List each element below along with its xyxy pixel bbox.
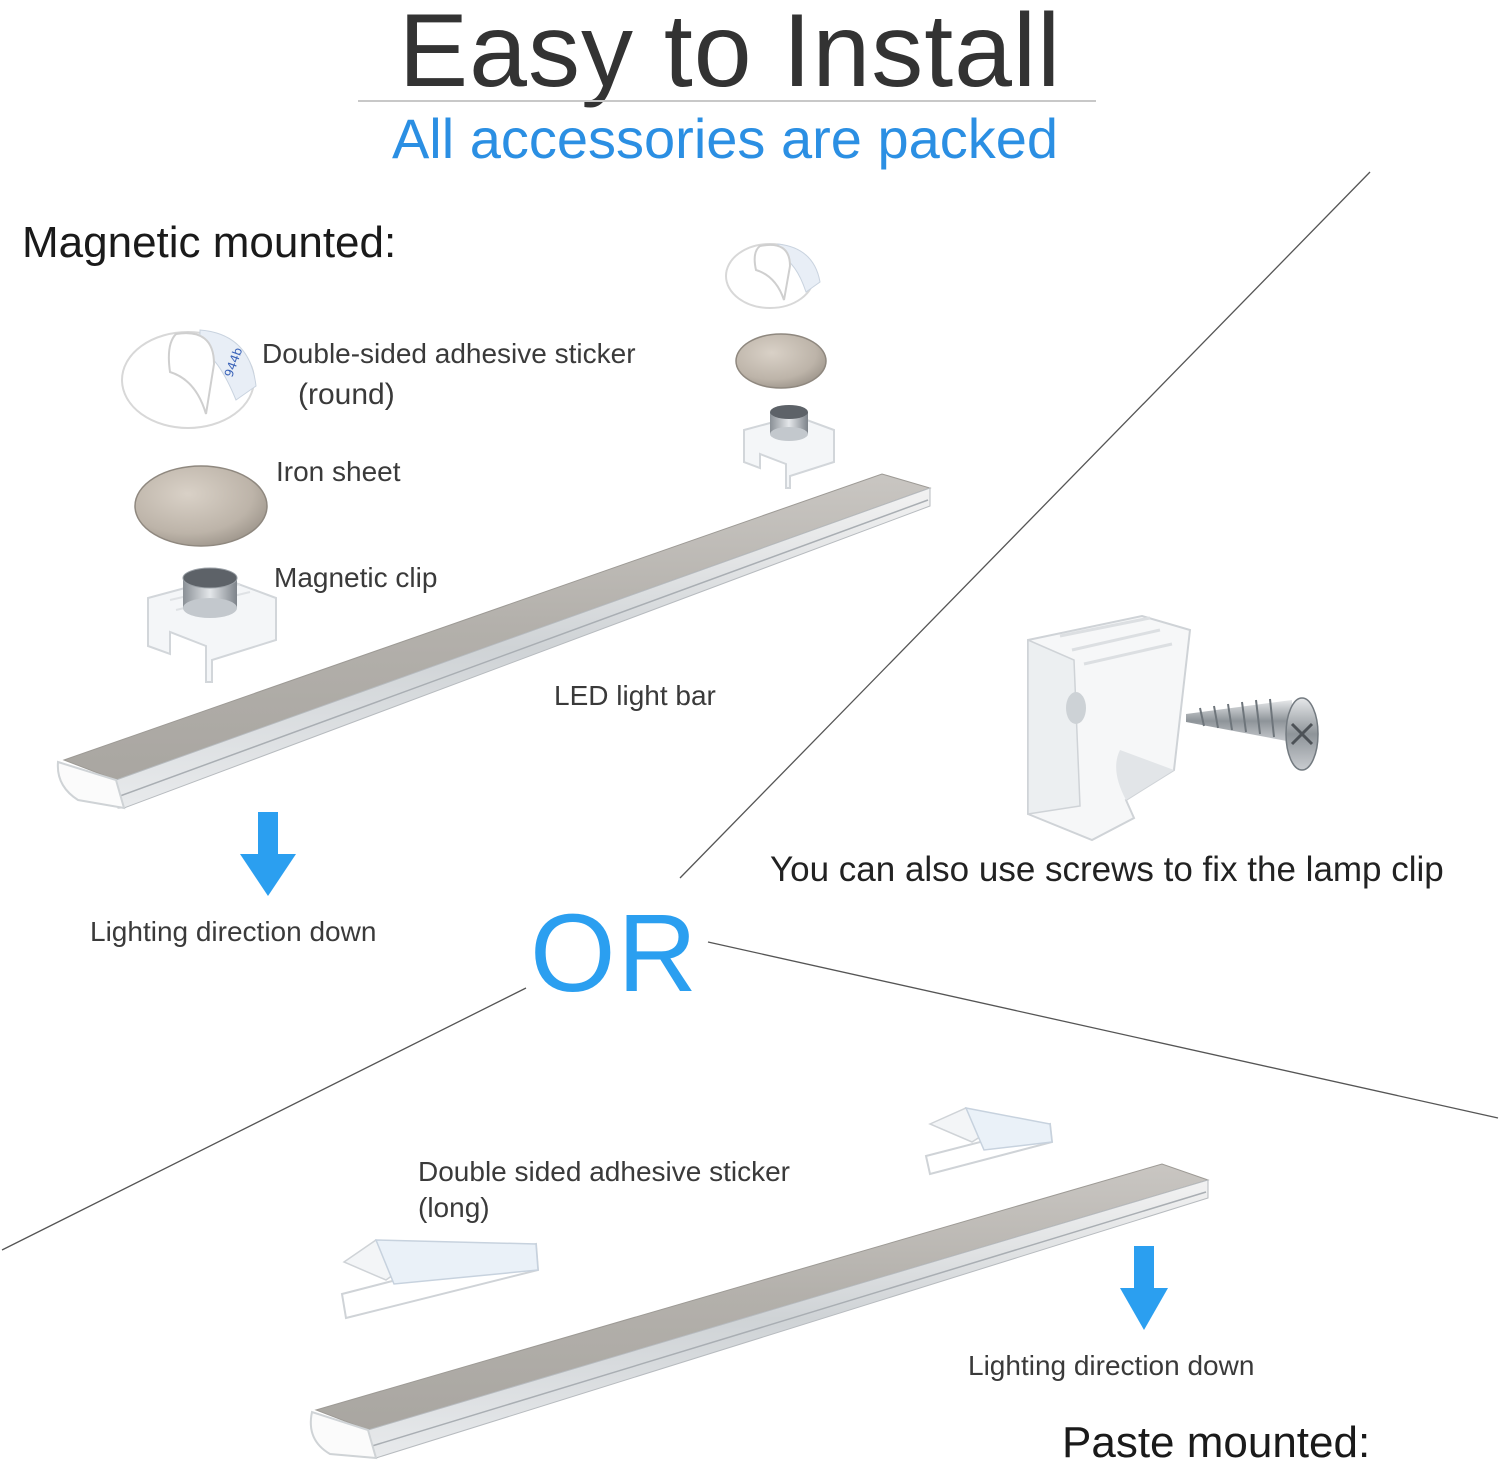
- round-sticker-icon: 944b: [121, 329, 257, 429]
- title-divider: [358, 100, 1096, 102]
- round-sticker-icon: [725, 243, 821, 309]
- arrow-down-icon: [240, 812, 296, 896]
- page-subtitle: All accessories are packed: [391, 107, 1059, 170]
- or-divider-text: OR: [530, 892, 699, 1015]
- long-sticker-shape-label: (long): [418, 1192, 490, 1223]
- plastic-clip-icon: [1027, 614, 1192, 842]
- screw-caption: You can also use screws to fix the lamp …: [770, 850, 1444, 889]
- magnetic-mounted-heading: Magnetic mounted:: [22, 218, 397, 267]
- iron-sheet-icon: [134, 465, 268, 547]
- magnetic-direction-label: Lighting direction down: [90, 916, 377, 947]
- screw-icon: [1186, 697, 1319, 771]
- long-sticker-label: Double sided adhesive sticker: [418, 1156, 790, 1187]
- round-sticker-shape-label: (round): [298, 378, 395, 411]
- led-bar-icon: [56, 473, 932, 810]
- led-light-bar-label: LED light bar: [554, 680, 716, 711]
- iron-sheet-icon: [735, 333, 827, 389]
- long-sticker-icon: [924, 1106, 1054, 1176]
- divider-lines: [1, 171, 1499, 1251]
- led-bar-icon: [309, 1163, 1210, 1460]
- long-sticker-icon: [340, 1239, 540, 1320]
- arrow-down-icon: [1120, 1246, 1168, 1330]
- paste-mounted-heading: Paste mounted:: [1062, 1418, 1371, 1467]
- iron-sheet-label: Iron sheet: [276, 456, 401, 487]
- magnetic-clip-icon: [743, 405, 835, 489]
- magnetic-clip-label: Magnetic clip: [274, 562, 438, 593]
- round-sticker-label: Double-sided adhesive sticker: [262, 338, 636, 369]
- paste-direction-label: Lighting direction down: [968, 1350, 1255, 1381]
- magnetic-clip-icon: [147, 567, 277, 683]
- page-title: Easy to Install: [398, 0, 1062, 109]
